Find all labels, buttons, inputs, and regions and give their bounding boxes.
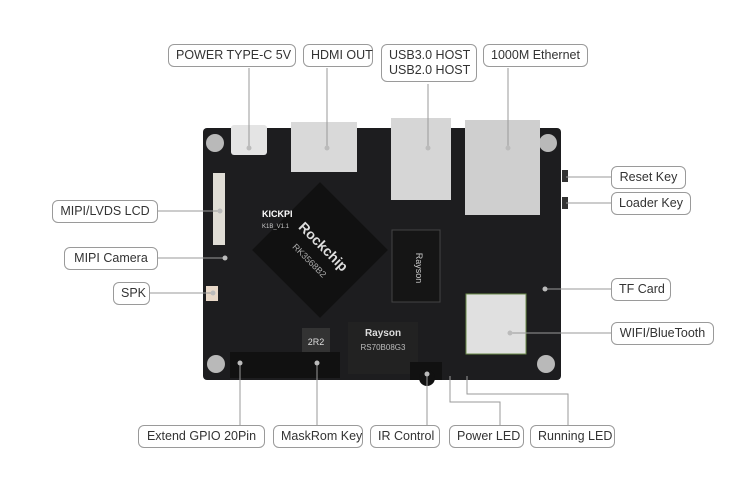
gpio-header [230, 352, 340, 378]
label-loader: Loader Key [611, 192, 691, 215]
label-usb3: USB3.0 HOST [389, 48, 471, 62]
usb-port [391, 118, 451, 200]
label-reset: Reset Key [611, 166, 686, 189]
label-wifi: WIFI/BlueTooth [611, 322, 714, 345]
screw-hole [537, 355, 555, 373]
loader-key [562, 197, 568, 209]
label-maskrom: MaskRom Key [273, 425, 363, 448]
label-usb2: USB2.0 HOST [389, 63, 471, 77]
svg-text:RS70B08G3: RS70B08G3 [361, 343, 406, 352]
label-camera: MIPI Camera [64, 247, 158, 270]
label-lcd: MIPI/LVDS LCD [52, 200, 158, 223]
ethernet-port [465, 120, 540, 215]
wifi-module [465, 293, 527, 355]
svg-text:K1B_V1.1: K1B_V1.1 [262, 224, 290, 230]
label-power: POWER TYPE-C 5V [168, 44, 296, 67]
inductor [302, 328, 330, 354]
label-tf: TF Card [611, 278, 671, 301]
label-spk: SPK [113, 282, 150, 305]
svg-text:2R2: 2R2 [308, 337, 325, 347]
reset-key [562, 170, 568, 182]
hdmi-port [291, 122, 357, 172]
label-ethernet: 1000M Ethernet [483, 44, 588, 67]
label-running-led: Running LED [530, 425, 615, 448]
screw-hole [207, 355, 225, 373]
svg-text:Rayson: Rayson [414, 253, 424, 284]
ram-chip [391, 229, 441, 303]
label-usb: USB3.0 HOST USB2.0 HOST [381, 44, 477, 82]
label-power-led: Power LED [449, 425, 524, 448]
svg-text:Rayson: Rayson [365, 328, 401, 339]
label-hdmi: HDMI OUT [303, 44, 373, 67]
screw-hole [539, 134, 557, 152]
svg-text:KICKPI: KICKPI [262, 209, 293, 219]
leader-lines [150, 68, 611, 425]
screw-hole [206, 134, 224, 152]
label-ir: IR Control [370, 425, 440, 448]
emmc-chip [348, 322, 418, 374]
label-gpio: Extend GPIO 20Pin [138, 425, 265, 448]
